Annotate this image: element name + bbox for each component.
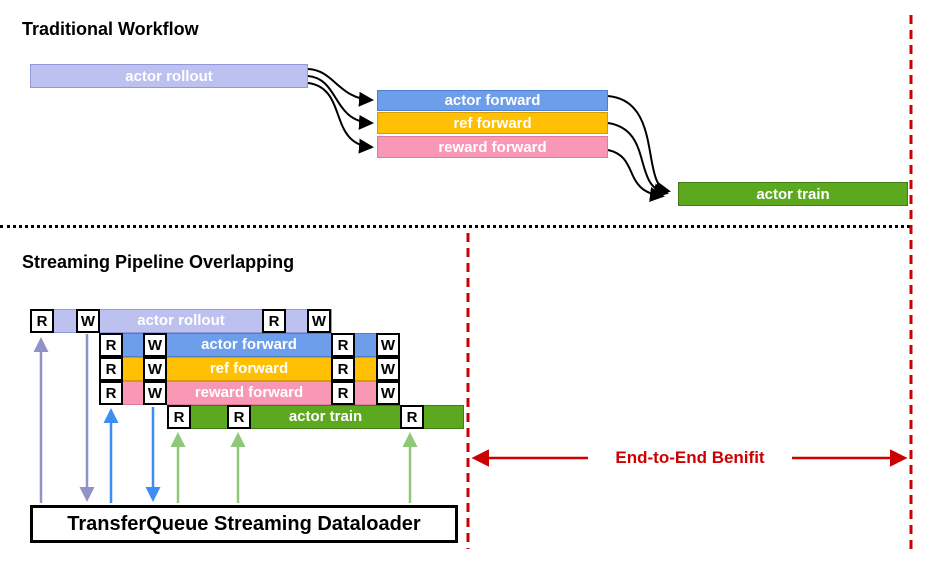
write-marker: W bbox=[307, 309, 331, 333]
ref-forward-to-train-arrow bbox=[607, 122, 669, 199]
write-marker: W bbox=[143, 333, 167, 357]
traditional-ref-forward-label: ref forward bbox=[453, 114, 532, 132]
traditional-ref-forward-bar: ref forward bbox=[377, 112, 608, 134]
reward-forward-to-train-arrow bbox=[607, 149, 665, 202]
read-marker: R bbox=[99, 381, 123, 405]
traditional-actor-rollout-bar: actor rollout bbox=[30, 64, 308, 88]
rollout-to-reward-forward-arrow bbox=[307, 82, 374, 154]
transferqueue-dataloader-label: TransferQueue Streaming Dataloader bbox=[67, 512, 421, 535]
streaming-ref-forward-label: ref forward bbox=[209, 360, 289, 377]
read-marker: R bbox=[331, 357, 355, 381]
traditional-workflow-title: Traditional Workflow bbox=[22, 19, 199, 39]
read-marker: R bbox=[400, 405, 424, 429]
rollout-to-ref-forward-arrow bbox=[307, 75, 374, 130]
traditional-actor-train-label: actor train bbox=[756, 185, 830, 203]
section-divider-dotted-line bbox=[0, 225, 910, 228]
traditional-reward-forward-label: reward forward bbox=[438, 138, 547, 156]
read-marker: R bbox=[331, 381, 355, 405]
traditional-actor-train-bar: actor train bbox=[678, 182, 908, 206]
write-marker: W bbox=[143, 381, 167, 405]
traditional-reward-forward-bar: reward forward bbox=[377, 136, 608, 158]
traditional-actor-forward-bar: actor forward bbox=[377, 90, 608, 111]
streaming-actor-rollout-label: actor rollout bbox=[137, 312, 225, 329]
write-marker: W bbox=[376, 333, 400, 357]
read-marker: R bbox=[167, 405, 191, 429]
read-marker: R bbox=[99, 357, 123, 381]
write-marker: W bbox=[376, 357, 400, 381]
read-marker: R bbox=[30, 309, 54, 333]
streaming-pipeline-title: Streaming Pipeline Overlapping bbox=[22, 252, 295, 272]
actor-forward-to-train-arrow bbox=[607, 95, 671, 197]
write-marker: W bbox=[376, 381, 400, 405]
transferqueue-dataloader-box: TransferQueue Streaming Dataloader bbox=[30, 505, 458, 543]
read-marker: R bbox=[331, 333, 355, 357]
streaming-reward-forward-label: reward forward bbox=[194, 384, 304, 401]
read-marker: R bbox=[262, 309, 286, 333]
read-marker: R bbox=[99, 333, 123, 357]
streaming-actor-forward-label: actor forward bbox=[201, 336, 297, 353]
traditional-actor-forward-label: actor forward bbox=[444, 92, 541, 109]
read-marker: R bbox=[227, 405, 251, 429]
traditional-actor-rollout-label: actor rollout bbox=[125, 67, 213, 85]
end-to-end-benefit-label: End-to-End Benifit bbox=[588, 447, 792, 468]
write-marker: W bbox=[76, 309, 100, 333]
rollout-to-actor-forward-arrow bbox=[307, 68, 374, 107]
streaming-actor-train-label: actor train bbox=[288, 408, 363, 425]
write-marker: W bbox=[143, 357, 167, 381]
